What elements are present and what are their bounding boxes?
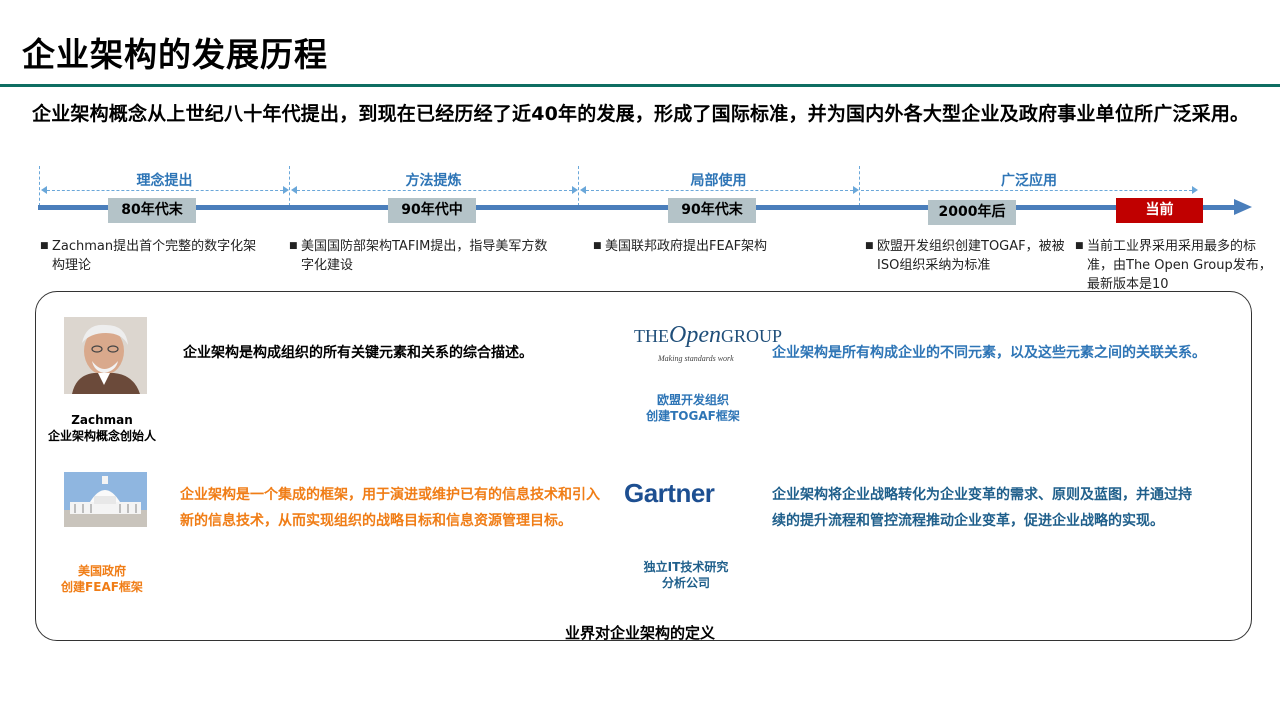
timeline-axis — [38, 205, 1236, 210]
usgov-caption: 美国政府 创建FEAF框架 — [61, 564, 143, 594]
phase-divider — [578, 166, 579, 206]
era-label: 90年代中 — [388, 198, 476, 223]
arrow-right-icon — [1192, 186, 1198, 194]
definitions-panel — [35, 291, 1252, 641]
phase-span — [586, 190, 853, 191]
phase-span — [297, 190, 572, 191]
zachman-photo — [64, 317, 147, 394]
phase-divider — [289, 166, 290, 206]
bullet-icon: ■ — [1075, 241, 1084, 251]
usgov-definition: 企业架构是一个集成的框架，用于演进或维护已有的信息技术和引入新的信息技术，从而实… — [180, 487, 600, 529]
timeline-note: ■美国联邦政府提出FEAF架构 — [593, 239, 768, 254]
era-label: 90年代末 — [668, 198, 756, 223]
timeline-note: ■当前工业界采用采用最多的标准，由The Open Group发布，最新版本是1… — [1075, 239, 1272, 292]
timeline-note: ■Zachman提出首个完整的数字化架构理论 — [40, 239, 257, 273]
axis-arrow-icon — [1234, 199, 1252, 215]
opengroup-logo: THEOpenGROUP Making standards work — [634, 322, 782, 363]
gartner-logo: Gartner — [624, 478, 715, 508]
arrow-right-icon — [853, 186, 859, 194]
capitol-photo — [64, 472, 147, 527]
bullet-icon: ■ — [289, 241, 298, 251]
phase-label: 理念提出 — [136, 173, 193, 189]
era-label: 80年代末 — [108, 198, 196, 223]
phase-label: 方法提炼 — [405, 173, 462, 189]
phase-label: 广泛应用 — [1001, 173, 1057, 189]
zachman-definition: 企业架构是构成组织的所有关键元素和关系的综合描述。 — [183, 345, 533, 361]
bullet-icon: ■ — [40, 241, 49, 251]
phase-label: 局部使用 — [690, 173, 747, 189]
opengroup-caption: 欧盟开发组织 创建TOGAF框架 — [646, 393, 740, 423]
intro-text: 企业架构概念从上世纪八十年代提出，到现在已经历经了近40年的发展，形成了国际标准… — [32, 103, 1250, 125]
bullet-icon: ■ — [593, 241, 602, 251]
opengroup-definition: 企业架构是所有构成企业的不同元素，以及这些元素之间的关联关系。 — [772, 345, 1206, 361]
gartner-definition: 企业架构将企业战略转化为企业变革的需求、原则及蓝图，并通过持续的提升流程和管控流… — [772, 487, 1192, 529]
arrow-left-icon — [41, 186, 47, 194]
panel-title: 业界对企业架构的定义 — [564, 624, 715, 642]
phase-divider — [39, 166, 40, 206]
timeline-note: ■美国国防部架构TAFIM提出，指导美军方数字化建设 — [289, 239, 548, 273]
phase-divider — [859, 166, 860, 206]
page-title: 企业架构的发展历程 — [22, 35, 328, 74]
arrow-left-icon — [291, 186, 297, 194]
timeline-note: ■欧盟开发组织创建TOGAF，被被ISO组织采纳为标准 — [865, 239, 1065, 273]
phase-span — [47, 190, 283, 191]
arrow-right-icon — [283, 186, 289, 194]
zachman-caption: Zachman 企业架构概念创始人 — [47, 413, 156, 443]
bullet-icon: ■ — [865, 241, 874, 251]
era-label-current: 当前 — [1116, 198, 1203, 223]
title-divider — [0, 84, 1280, 87]
arrow-right-icon — [572, 186, 578, 194]
era-label: 2000年后 — [928, 200, 1016, 225]
gartner-caption: 独立IT技术研究 分析公司 — [643, 560, 729, 590]
arrow-left-icon — [580, 186, 586, 194]
phase-span — [861, 190, 1192, 191]
